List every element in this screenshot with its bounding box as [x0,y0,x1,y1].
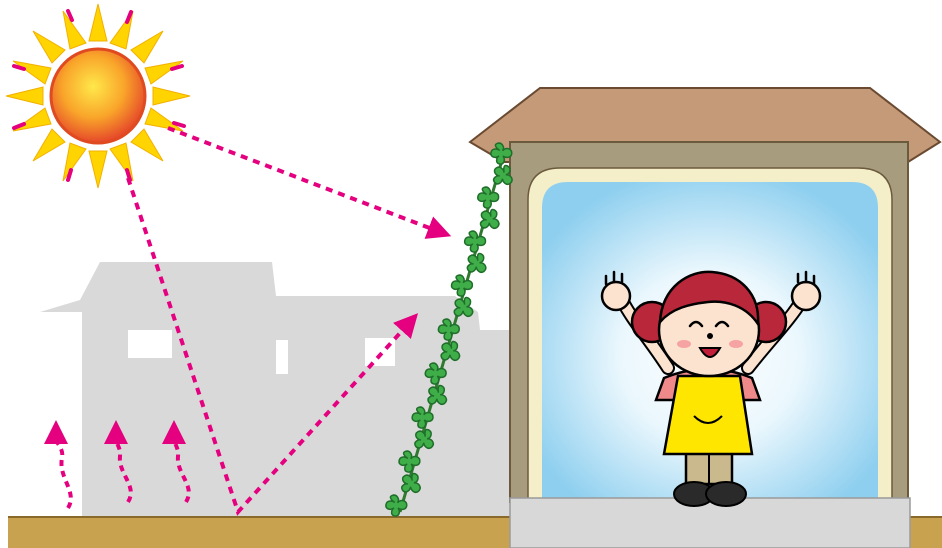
vine-leaf-icon [474,183,502,211]
girl-character [600,270,822,507]
heat-arrow-icon [172,437,191,504]
vine-leaf-icon [461,227,489,255]
sunlight-arrows [126,126,452,516]
heat-arrow-icon [44,420,68,444]
vine-leaf-icon [462,249,492,278]
vine-curtain [382,139,518,519]
heat-arrow-icon [54,437,73,510]
sun-icon [5,3,191,189]
heat-arrow-icon [162,420,186,444]
vine-leaf-icon [448,271,476,299]
reflected-ray-arrow [126,177,419,516]
direct-ray-arrow [167,126,452,239]
heat-arrow-icon [114,437,133,504]
heat-arrow-icon [104,420,128,444]
house-floor [509,497,911,548]
